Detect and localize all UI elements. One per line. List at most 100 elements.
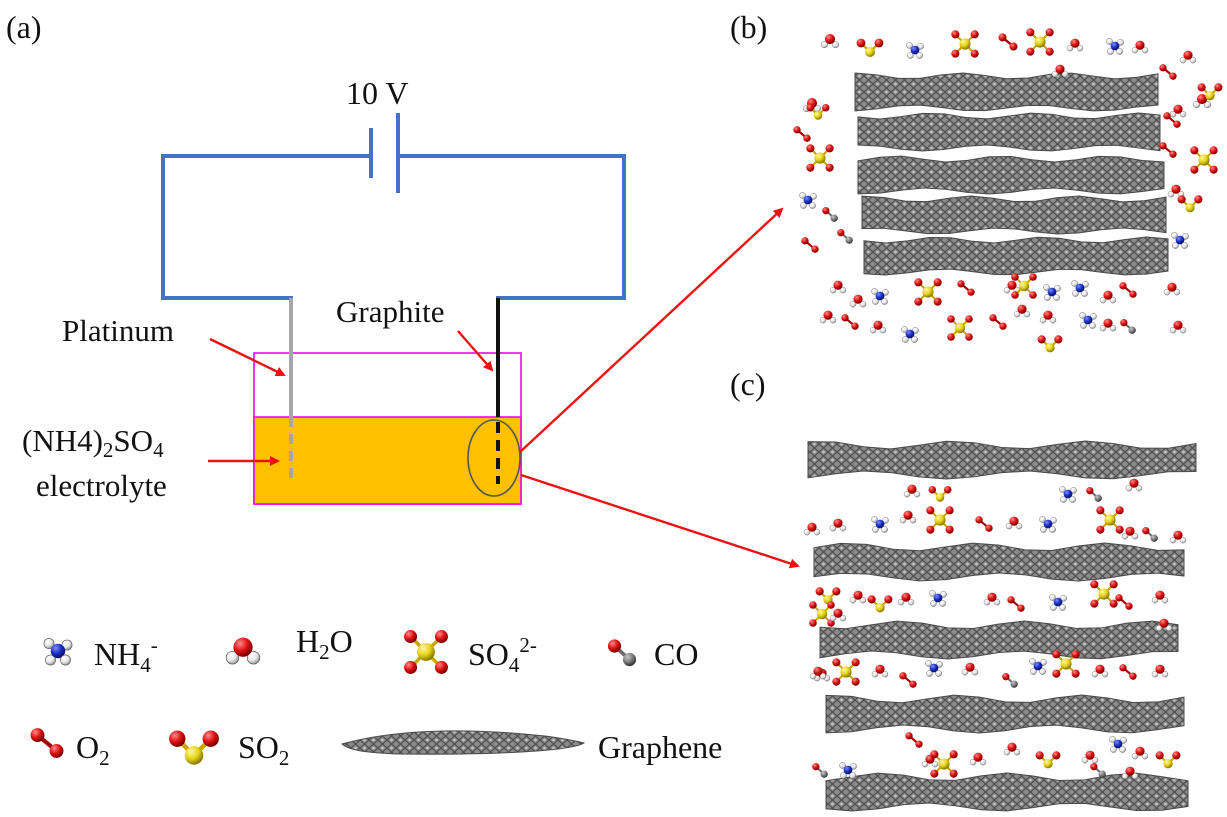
molecule-c-h2o-17 — [1169, 530, 1187, 544]
molecule-c-h2o-43 — [1151, 664, 1169, 678]
platinum-label: Platinum — [62, 313, 174, 348]
molecule-b-so2-2 — [855, 37, 885, 59]
graphene-sheet-b-3 — [857, 155, 1165, 195]
molecule-c-so2-52 — [1034, 750, 1062, 770]
molecule-b-h2o-7 — [1066, 38, 1084, 52]
molecule-c-nh4-46 — [838, 761, 858, 780]
molecule-b-h2o-41 — [1163, 282, 1181, 296]
molecule-b-so4-20 — [805, 143, 835, 173]
graphene-sheet-b-4 — [861, 195, 1167, 235]
molecule-c-h2o-12 — [1005, 516, 1023, 530]
molecule-b-o2-43 — [840, 313, 860, 331]
graphene-icon — [340, 730, 586, 755]
molecule-c-so4-10 — [925, 505, 955, 535]
right-wire — [399, 154, 626, 308]
molecule-c-so4-14 — [1095, 505, 1125, 535]
molecule-b-co-29 — [836, 228, 854, 245]
molecule-b-o2-19 — [792, 125, 812, 143]
molecule-c-h2o-34 — [871, 664, 889, 678]
molecule-b-so4-4 — [950, 29, 980, 59]
molecule-b-so4-22 — [1189, 145, 1219, 175]
molecule-c-h2o-23 — [983, 592, 1001, 606]
molecule-c-so4-33 — [831, 657, 861, 687]
molecule-b-so4-6 — [1025, 27, 1055, 57]
molecule-b-nh4-37 — [1042, 283, 1062, 302]
molecule-c-so2-57 — [1154, 750, 1182, 770]
molecule-b-nh4-38 — [1070, 279, 1090, 298]
panel-label-b: (b) — [730, 9, 767, 45]
oxygen-label: O2 — [76, 729, 110, 770]
sulfur-dioxide-icon — [169, 731, 219, 765]
panel-label-c: (c) — [730, 366, 766, 402]
molecule-c-so4-29 — [808, 600, 836, 628]
molecule-b-o2-34 — [956, 279, 976, 297]
molecule-b-co-53 — [1119, 318, 1137, 335]
molecule-b-o2-10 — [1158, 63, 1178, 81]
molecule-b-co-24 — [821, 206, 839, 223]
electrolyte-label: electrolyte — [36, 468, 167, 503]
molecule-b-h2o-9 — [1131, 40, 1149, 54]
graphene-label: Graphene — [598, 729, 722, 765]
circuit: 10 V Platinum Graphite (NH4)2SO4 electro… — [22, 75, 800, 569]
graphite-highlight-ellipse — [467, 419, 521, 497]
molecule-b-so4-46 — [946, 314, 974, 342]
molecule-c-nh4-39 — [1028, 657, 1048, 676]
molecule-c-o2-27 — [1114, 593, 1134, 611]
molecule-b-h2o-39 — [1099, 290, 1117, 304]
molecule-c-so4-26 — [1089, 579, 1119, 609]
molecule-c-nh4-8 — [870, 515, 890, 534]
molecule-b-nh4-27 — [1170, 231, 1190, 250]
zoom-arrow-to-b — [519, 207, 784, 453]
molecule-b-nh4-51 — [1078, 311, 1098, 330]
molecule-c-h2o-37 — [961, 662, 979, 676]
molecule-b-h2o-48 — [1013, 304, 1031, 318]
molecule-b-h2o-31 — [849, 294, 867, 308]
graphene-sheet-c-4 — [825, 694, 1185, 734]
platinum-pointer-arrow — [209, 337, 286, 377]
panel-label-a: (a) — [6, 9, 42, 45]
panel-b-graphite-intercalation — [792, 27, 1224, 354]
molecule-c-so2-20 — [866, 594, 894, 614]
electrolyte-formula: (NH4)2SO4 — [22, 423, 164, 462]
graphite-pointer-arrow — [457, 330, 494, 372]
molecule-c-o2-47 — [904, 731, 924, 749]
molecule-b-h2o-54 — [1169, 320, 1187, 334]
sulfate-icon — [402, 628, 450, 676]
molecule-c-h2o-19 — [849, 590, 867, 604]
water-icon — [225, 636, 261, 665]
molecule-c-o2-35 — [898, 671, 918, 689]
molecule-c-co-45 — [811, 762, 829, 779]
oxygen-icon — [31, 728, 64, 758]
molecule-c-o2-42 — [1118, 663, 1138, 681]
graphene-sheet-c-3 — [819, 620, 1179, 660]
molecule-c-h2o-56 — [1131, 746, 1149, 760]
molecule-b-o2-5 — [997, 32, 1019, 52]
molecule-b-o2-21 — [1158, 141, 1178, 159]
sulfur-dioxide-label: SO2 — [238, 729, 289, 770]
molecule-c-nh4-13 — [1038, 515, 1058, 534]
molecule-c-h2o-51 — [1003, 742, 1021, 756]
molecule-c-so2-18 — [814, 586, 842, 606]
molecule-b-h2o-49 — [1039, 310, 1057, 324]
molecule-c-h2o-5 — [1125, 478, 1143, 492]
molecule-b-h2o-30 — [829, 280, 847, 294]
molecule-b-h2o-44 — [869, 320, 887, 334]
molecule-c-h2o-21 — [897, 592, 915, 606]
graphene-sheet-b-5 — [863, 236, 1169, 276]
graphite-label: Graphite — [336, 294, 444, 329]
molecule-c-o2-24 — [1006, 595, 1026, 613]
molecule-c-co-4 — [1085, 486, 1103, 503]
molecule-c-nh4-36 — [924, 659, 944, 678]
molecule-b-so2-50 — [1036, 334, 1064, 354]
molecule-c-h2o-1 — [903, 484, 921, 498]
molecule-b-nh4-3 — [905, 41, 925, 60]
molecule-c-nh4-3 — [1058, 485, 1078, 504]
molecule-b-o2-47 — [988, 313, 1008, 331]
molecule-c-h2o-50 — [969, 752, 987, 766]
molecule-c-nh4-54 — [1108, 735, 1128, 754]
molecule-b-o2-28 — [800, 236, 820, 254]
molecule-c-h2o-28 — [1151, 590, 1169, 604]
graphene-sheet-c-2 — [813, 542, 1185, 582]
legend: NH4- H2O SO42- CO O2 SO2 Graphene — [31, 623, 722, 770]
